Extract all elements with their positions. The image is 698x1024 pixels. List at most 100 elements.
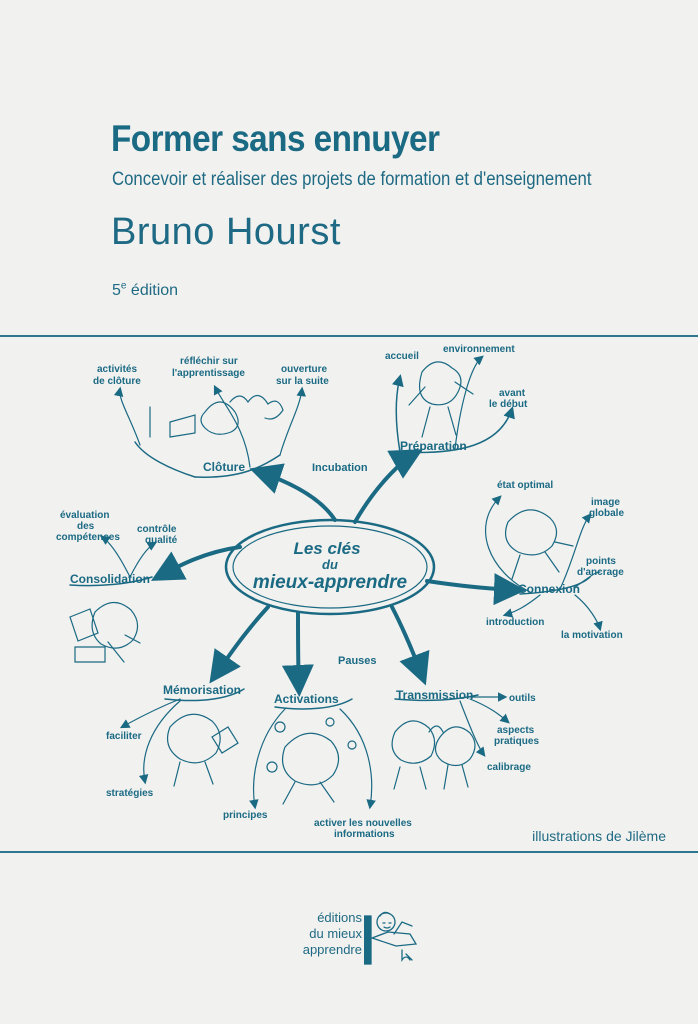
connexion-leaf-image: [559, 513, 592, 590]
leaf-cloture-1b: de clôture: [93, 376, 141, 387]
leaf-preparation-3a: avant: [499, 388, 526, 399]
arrow-to-memorisation: [209, 605, 270, 684]
leaf-connexion-1: état optimal: [497, 480, 553, 491]
preparation-underline-right: [399, 406, 515, 454]
memorisation-leaf-1: [119, 698, 181, 729]
consolidation-leaf-1: [99, 535, 131, 578]
memorisation-leaf-2: [138, 700, 181, 785]
leaf-cloture-3b: sur la suite: [276, 376, 329, 387]
connexion-underline: [519, 576, 591, 595]
leaf-preparation-3b: le début: [489, 399, 528, 410]
leaf-transmission-2a: aspects: [497, 725, 535, 736]
preparation-leaf-line: [454, 355, 484, 450]
connexion-leaf-intro: [502, 594, 541, 618]
cloture-underline-right: [194, 454, 281, 478]
preparation-illustration: [408, 361, 474, 438]
arrow-to-activations: [281, 611, 314, 697]
publisher-block: éditions du mieux apprendre: [300, 910, 440, 990]
arrow-to-transmission: [390, 605, 430, 686]
leaf-connexion-3a: points: [586, 556, 616, 567]
consolidation-underline: [69, 576, 153, 587]
leaf-preparation-2: environnement: [443, 344, 515, 355]
book-title: Former sans ennuyer: [111, 118, 440, 159]
publisher-name: éditions du mieux apprendre: [303, 910, 362, 958]
leaf-memorisation-2: stratégies: [106, 788, 154, 799]
connexion-leaf-points: [574, 571, 601, 588]
leaf-connexion-3b: d'ancrage: [577, 567, 624, 578]
publisher-line-1: éditions: [317, 910, 362, 925]
branch-preparation: Préparation: [400, 439, 467, 453]
bottom-divider: [0, 851, 698, 853]
center-line-3: mieux-apprendre: [253, 572, 408, 593]
cloture-leaf-line-1: [113, 386, 141, 446]
leaf-consolidation-1c: compétences: [56, 532, 120, 543]
leaf-consolidation-2b: qualité: [145, 535, 178, 546]
memorisation-illustration: [167, 713, 239, 787]
leaf-cloture-3a: ouverture: [281, 364, 328, 375]
book-subtitle: Concevoir et réaliser des projets de for…: [112, 168, 592, 190]
edition-suffix: e: [120, 280, 127, 292]
connexion-leaf-state: [484, 495, 531, 593]
publisher-logo-icon: [364, 911, 418, 965]
cloture-leaf-line-3: [279, 386, 306, 456]
branch-connexion: Connexion: [518, 582, 580, 596]
leaf-cloture-1a: activités: [97, 364, 137, 375]
transmission-illustration: [391, 720, 476, 790]
leaf-activations-2a: activer les nouvelles: [314, 818, 412, 829]
cloture-leaf-line-2: [213, 384, 251, 468]
connexion-illustration: [505, 509, 574, 580]
cloture-illustration: [149, 394, 284, 438]
leaf-transmission-1: outils: [509, 693, 536, 704]
book-author: Bruno Hourst: [111, 211, 341, 253]
activations-leaf-2: [339, 708, 376, 810]
branch-consolidation: Consolidation: [70, 572, 150, 586]
consolidation-leaf-2: [129, 541, 158, 578]
leaf-transmission-2b: pratiques: [494, 736, 539, 747]
activations-underline: [274, 698, 353, 710]
edition-info: 5e édition: [112, 280, 179, 300]
branch-activations: Activations: [274, 692, 339, 706]
leaf-preparation-1: accueil: [385, 351, 419, 362]
connexion-leaf-motivation: [574, 594, 603, 632]
transmission-leaf-calibrage: [459, 700, 486, 757]
top-divider: [0, 335, 698, 337]
memorisation-underline: [164, 688, 245, 702]
leaf-activations-1: principes: [223, 810, 268, 821]
transmission-leaf-aspects: [469, 698, 510, 724]
edition-number: 5: [112, 282, 121, 299]
publisher-line-3: apprendre: [302, 942, 362, 957]
publisher-line-2: du mieux: [309, 926, 362, 941]
cloture-underline: [134, 441, 196, 478]
arrow-to-cloture: [249, 463, 337, 522]
incubation-label: Incubation: [312, 462, 368, 474]
arrow-to-preparation: [353, 449, 423, 524]
pauses-label: Pauses: [338, 655, 377, 667]
leaf-connexion-5: la motivation: [561, 630, 623, 641]
leaf-consolidation-1b: des: [77, 521, 95, 532]
leaf-connexion-2a: image: [591, 497, 620, 508]
mind-map: Les clés du mieux-apprendre Incubation P…: [56, 344, 624, 840]
leaf-transmission-3: calibrage: [487, 762, 531, 773]
branch-memorisation: Mémorisation: [163, 683, 241, 697]
leaf-cloture-2b: l'apprentissage: [172, 368, 245, 379]
center-line-1: Les clés: [293, 539, 360, 558]
branch-cloture: Clôture: [203, 460, 245, 474]
leaf-activations-2b: informations: [334, 829, 395, 840]
leaf-consolidation-1a: évaluation: [60, 510, 109, 521]
leaf-cloture-2a: réfléchir sur: [180, 356, 238, 367]
activations-leaf-1: [249, 708, 286, 810]
leaf-connexion-4: introduction: [486, 617, 544, 628]
leaf-consolidation-2a: contrôle: [137, 524, 177, 535]
center-line-2: du: [322, 557, 338, 572]
consolidation-illustration: [69, 601, 141, 663]
illustrator-credit: illustrations de Jilème: [532, 828, 666, 844]
center-ellipse-outer: [224, 518, 436, 616]
preparation-underline: [391, 374, 404, 453]
arrow-to-consolidation: [150, 545, 242, 581]
center-ellipse-inner: [232, 525, 428, 609]
leaf-connexion-2b: globale: [589, 508, 624, 519]
arrow-to-connexion: [425, 573, 526, 606]
activations-illustration: [266, 717, 357, 805]
edition-label: édition: [126, 282, 179, 299]
branch-transmission: Transmission: [396, 688, 473, 702]
